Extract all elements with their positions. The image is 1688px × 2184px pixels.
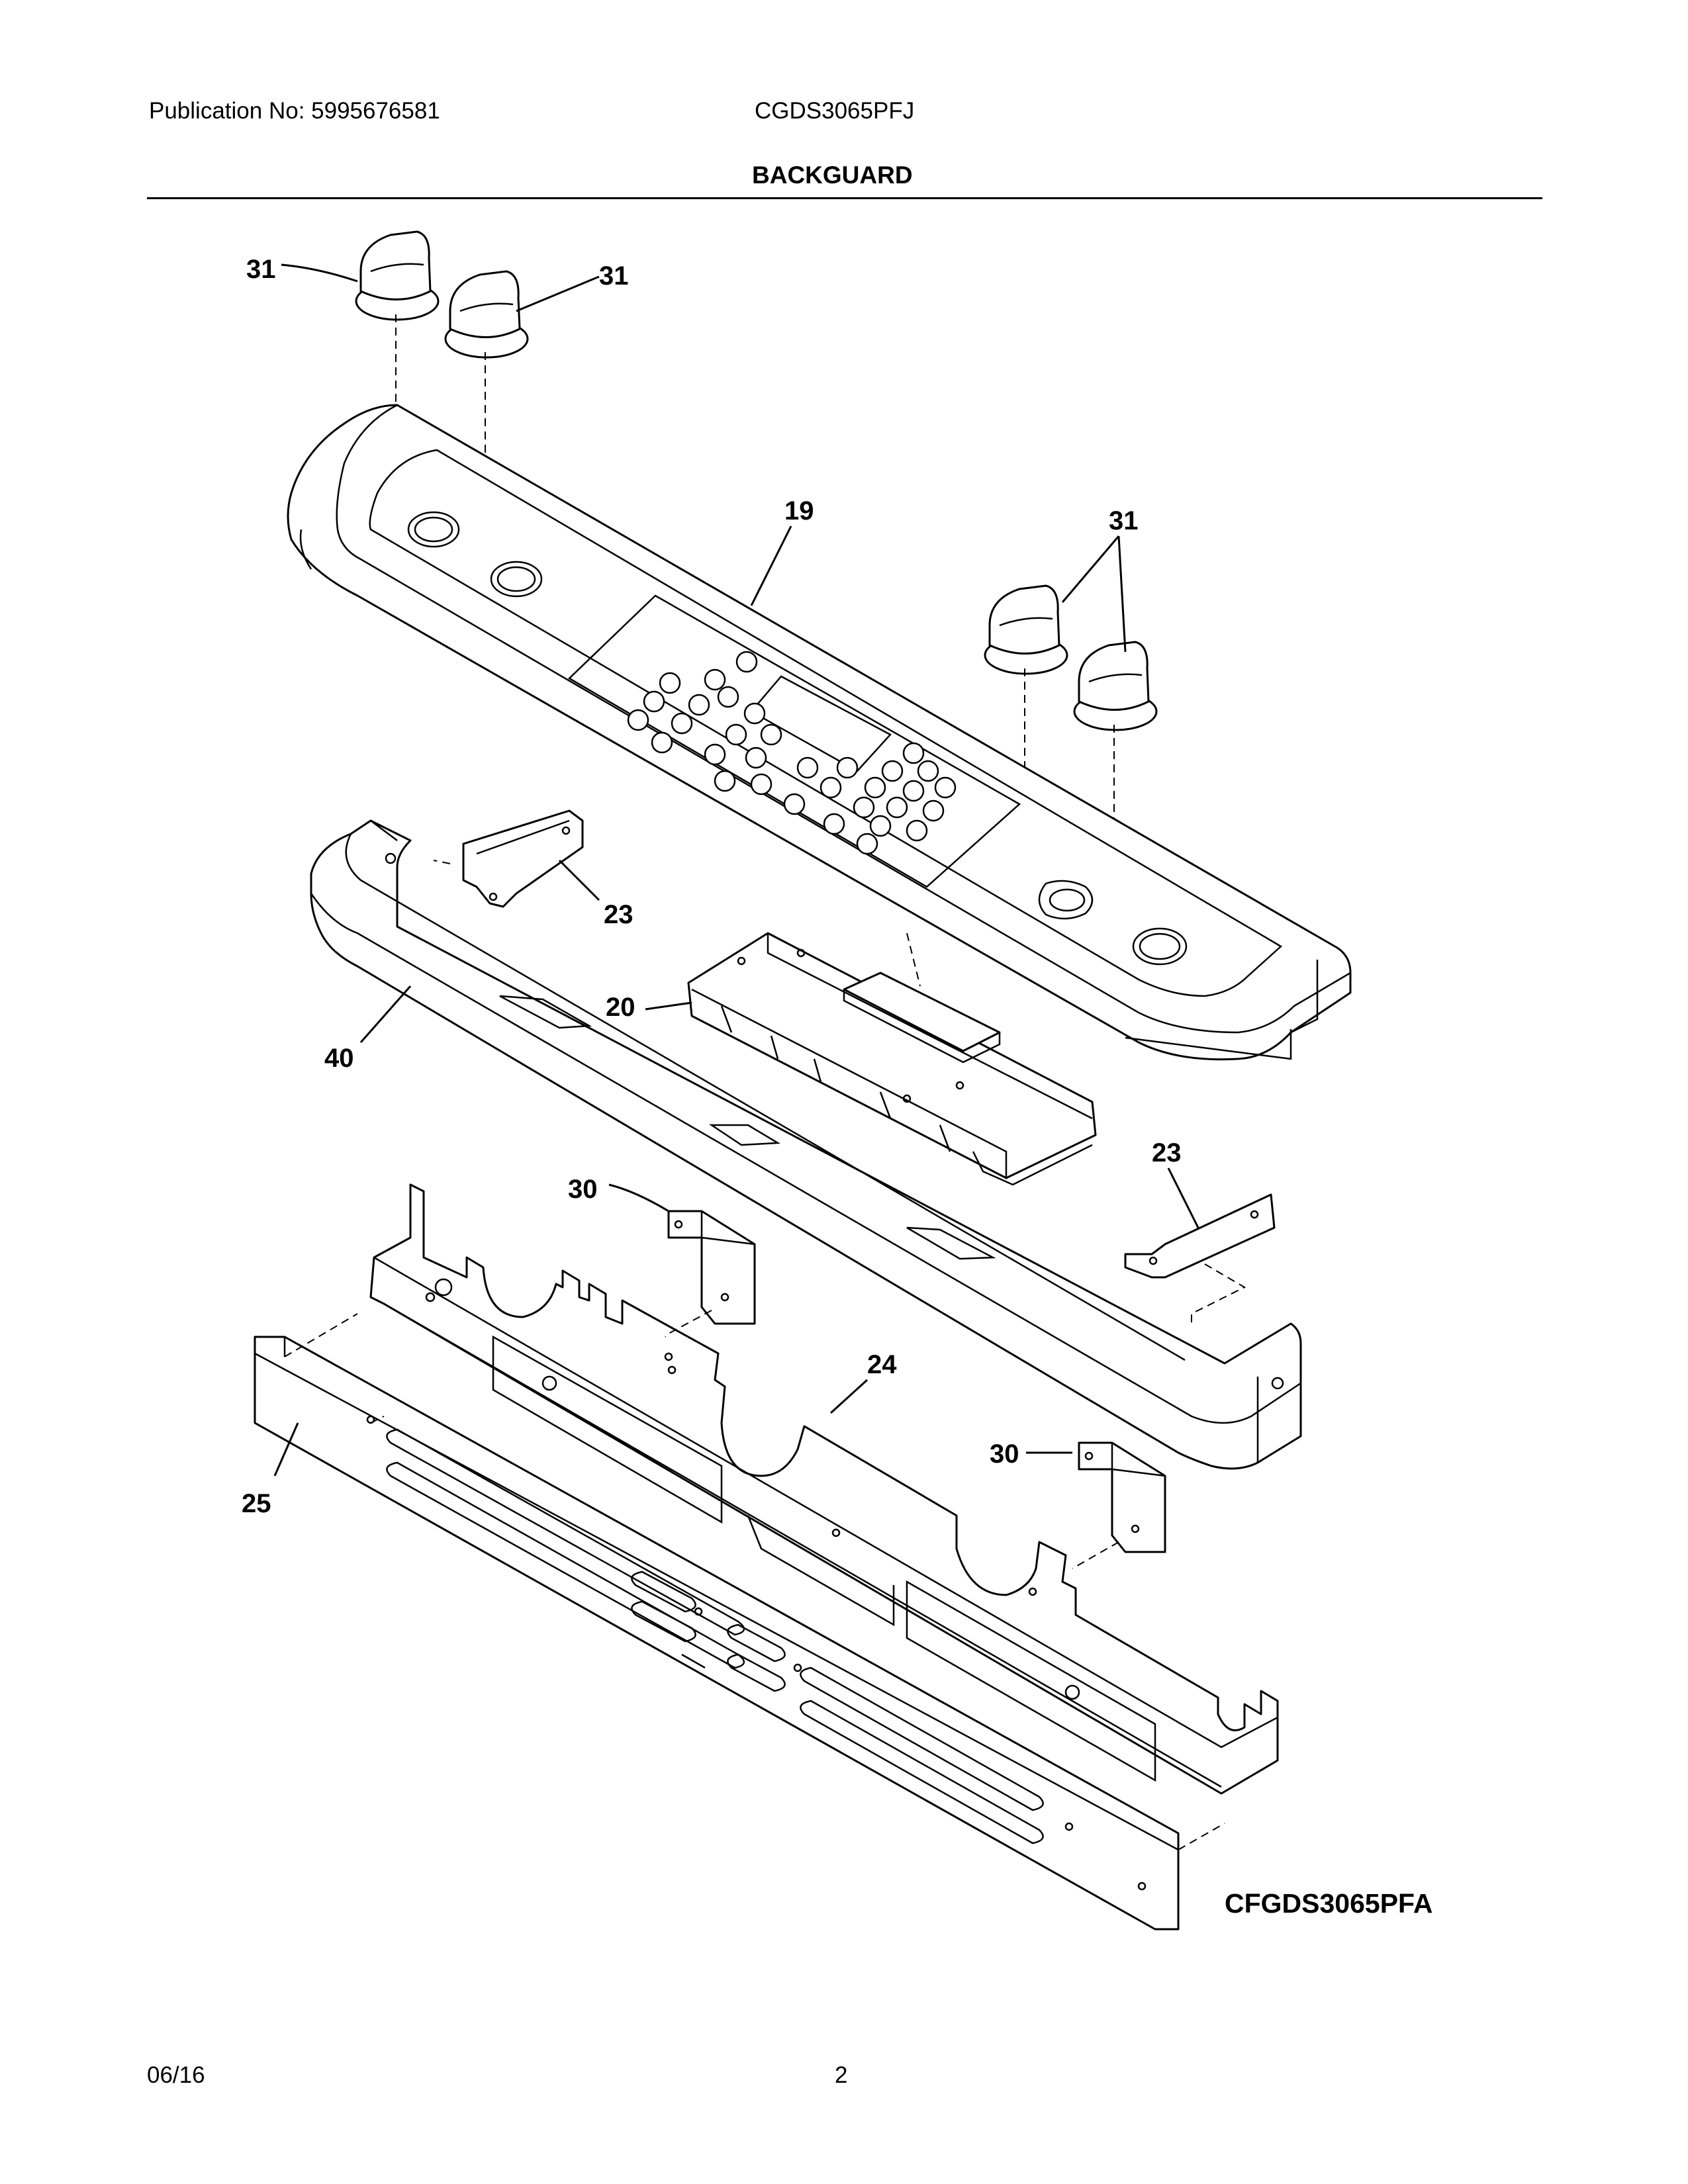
backguard-panel: [287, 404, 1352, 1061]
lower-trim: [310, 819, 1302, 1470]
control-board: [687, 932, 1097, 1186]
callout-rear-panel: 25: [242, 1489, 271, 1518]
knob-left-2: [444, 270, 529, 359]
callout-trim: 40: [324, 1044, 354, 1073]
publication-number: Publication No: 5995676581: [149, 98, 440, 124]
model-number: CGDS3065PFJ: [755, 98, 915, 124]
bracket-lower: [1124, 1193, 1276, 1279]
callout-bracket-upper: 23: [604, 900, 633, 929]
callout-shield: 24: [867, 1350, 897, 1379]
callout-spacer-right: 30: [990, 1439, 1019, 1469]
callout-knob-pair: 31: [1109, 506, 1139, 535]
page-number: 2: [835, 2062, 848, 2088]
leader-lines: [273, 263, 1199, 1477]
callout-backguard-panel: 19: [784, 496, 814, 525]
knob-left-1: [355, 230, 440, 321]
spacer-left: [667, 1210, 756, 1325]
header-rule: [147, 197, 1542, 199]
figure-id: CFGDS3065PFA: [1225, 1888, 1432, 1919]
callout-spacer-left: 30: [568, 1175, 598, 1204]
board-alignment-line: [906, 933, 921, 987]
callout-control-board: 20: [606, 993, 635, 1022]
bracket-upper: [462, 809, 584, 908]
footer-date: 06/16: [147, 2062, 205, 2088]
keypad-buttons: [627, 651, 957, 855]
section-title: BACKGUARD: [752, 161, 913, 189]
callout-knob-a: 31: [246, 255, 276, 284]
callout-bracket-lower: 23: [1152, 1138, 1182, 1167]
knob-right-1: [984, 584, 1068, 675]
knob-right-2: [1073, 641, 1158, 731]
spacer-right: [1078, 1441, 1166, 1553]
rear-panel: [254, 1336, 1180, 1931]
rear-panel-alignment-lines: [284, 1313, 1225, 1850]
shield: [369, 1183, 1279, 1795]
callout-knob-b: 31: [599, 261, 629, 291]
